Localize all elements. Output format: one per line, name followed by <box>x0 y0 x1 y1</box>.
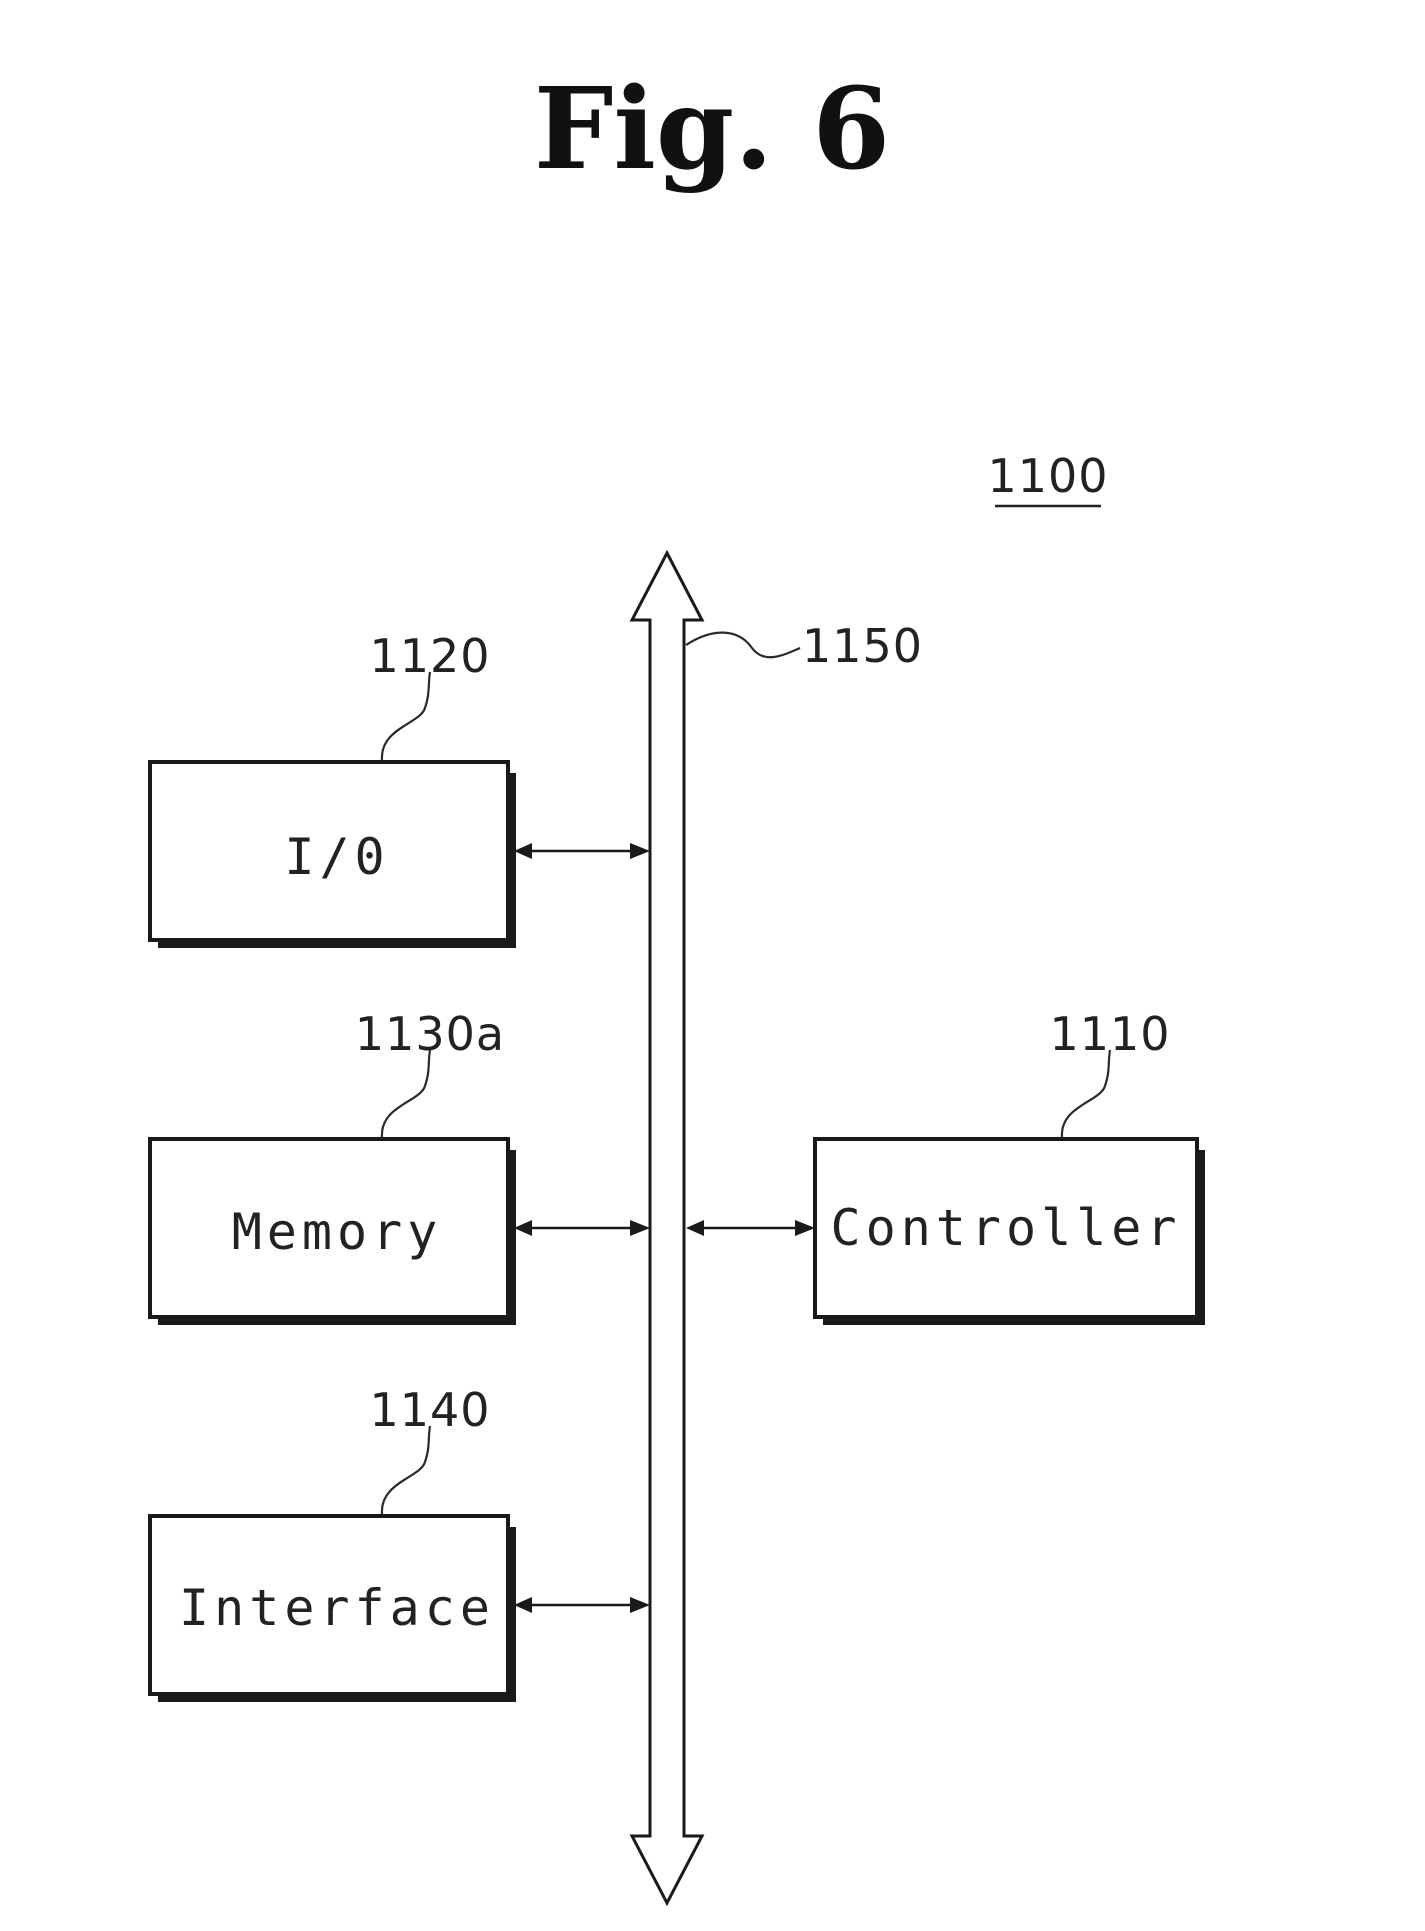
io-ref-label: 1120 <box>369 629 490 683</box>
interface-connector-arrowhead-right <box>630 1597 650 1613</box>
interface-block-label: Interface <box>179 1579 495 1637</box>
memory-block: Memory <box>150 1139 516 1325</box>
interface-ref-label: 1140 <box>369 1383 490 1437</box>
controller-connector-arrowhead-right <box>795 1220 815 1236</box>
io-connector-arrowhead-right <box>630 843 650 859</box>
io-ref-leader <box>382 672 430 760</box>
memory-ref-label: 1130a <box>355 1007 505 1061</box>
interface-ref-leader <box>382 1426 430 1514</box>
memory-bus-connector <box>514 1220 650 1236</box>
io-block: I/0 <box>150 762 516 948</box>
controller-connector-arrowhead-left <box>686 1220 704 1236</box>
interface-bus-connector <box>514 1597 650 1613</box>
controller-block-label: Controller <box>830 1199 1181 1257</box>
interface-block: Interface <box>150 1516 516 1702</box>
controller-block: Controller <box>815 1139 1205 1325</box>
controller-ref-leader <box>1062 1050 1110 1137</box>
io-block-label: I/0 <box>284 828 389 886</box>
memory-ref-leader <box>382 1050 430 1137</box>
figure-title: Fig. 6 <box>534 64 890 195</box>
io-bus-connector <box>514 843 650 859</box>
bus-ref-leader <box>686 633 800 658</box>
controller-ref-label: 1110 <box>1049 1007 1170 1061</box>
memory-connector-arrowhead-left <box>514 1220 532 1236</box>
controller-bus-connector <box>686 1220 815 1236</box>
memory-connector-arrowhead-right <box>630 1220 650 1236</box>
interface-connector-arrowhead-left <box>514 1597 532 1613</box>
bus-ref-label: 1150 <box>802 619 923 673</box>
io-connector-arrowhead-left <box>514 843 532 859</box>
memory-block-label: Memory <box>232 1203 443 1261</box>
system-ref-label: 1100 <box>987 449 1108 503</box>
